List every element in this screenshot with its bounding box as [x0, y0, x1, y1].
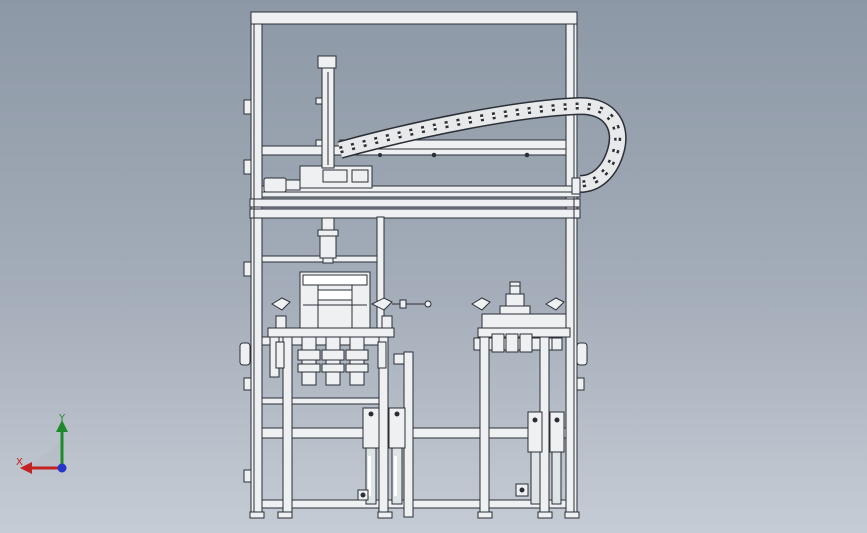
gripper-tool: [317, 217, 339, 264]
y-arrowhead: [56, 420, 68, 432]
z-axis-dot: [57, 463, 67, 473]
orientation-triad: X Y: [10, 410, 80, 480]
triad-graphic: [20, 420, 68, 474]
frame-side-clamps: [239, 99, 588, 483]
triad-plane-shading: [28, 440, 62, 468]
y-axis-label: Y: [59, 413, 66, 424]
vertical-z-axis: [315, 55, 337, 169]
x-axis-label: X: [16, 457, 23, 468]
right-station: [471, 281, 571, 518]
left-station: [267, 271, 432, 518]
x-arrowhead: [20, 462, 32, 474]
leveling-feet: [249, 511, 580, 519]
linear-axis: [261, 165, 581, 198]
